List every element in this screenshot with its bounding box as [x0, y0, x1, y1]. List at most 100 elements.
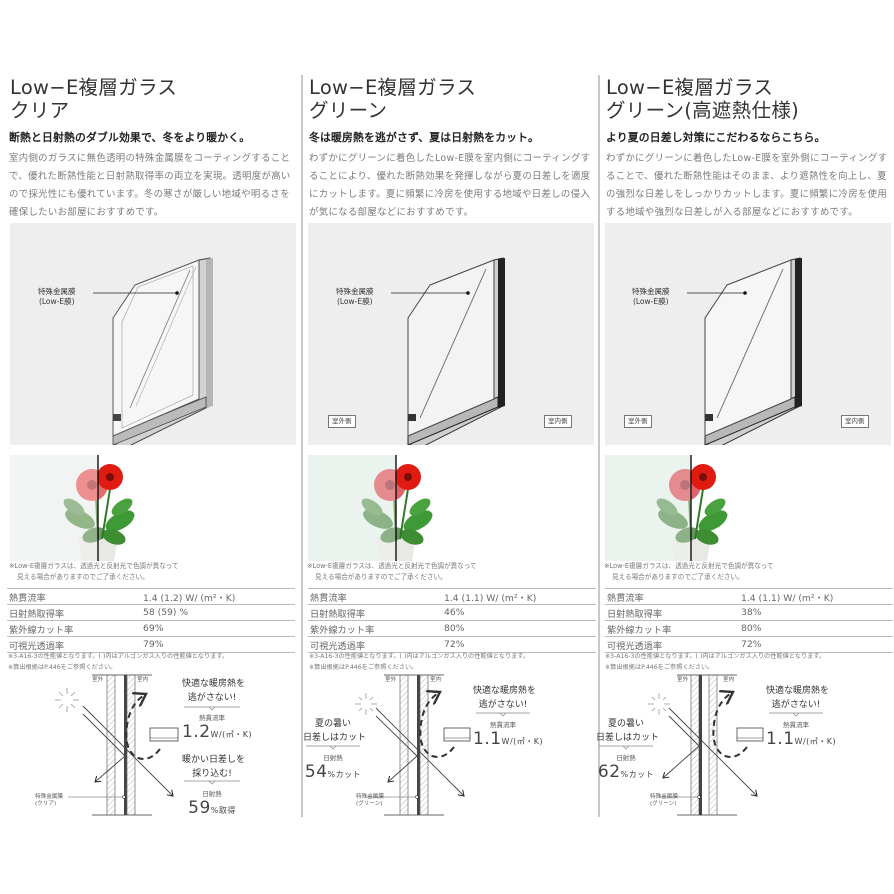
callout-unit: W/(㎡・K): [501, 737, 544, 746]
spec-note-line: ※3-A16-3の性能値となります。( )内はアルゴンガス入りの性能値となります…: [8, 653, 229, 660]
sun-icon: [355, 693, 377, 715]
coating-label: 特殊金属膜: [38, 287, 76, 296]
callout-heading: 暖かい日差しを: [182, 755, 246, 765]
callout-heading: 快適な暖房熱を: [473, 686, 537, 696]
callout-value: 1.1: [473, 729, 502, 749]
callout-solar-cut: 夏の暑い 日差しはカット 日射熱 62%カット: [596, 717, 660, 782]
callout-heading: 逃がさない!: [771, 700, 821, 710]
outside-label: 室外: [92, 677, 104, 683]
spec-label: 熱貫流率: [308, 588, 442, 605]
description: わずかにグリーンに着色したLow-E膜を室外側にコーティングすることで、優れた断…: [606, 153, 888, 218]
flower-comparison-photo: [308, 455, 440, 561]
callout-heading: 採り込む!: [192, 769, 232, 779]
callout-unit: %カット: [327, 770, 362, 779]
heat-flow-diagram: 室外 室内 特殊金属膜 (グリーン) 快適な暖房熱を 逃がさない! 熱貫流率 1…: [595, 670, 892, 830]
photo-note-line: 見える場合がありますのでご了承ください。: [612, 573, 744, 581]
callout-heat-retention: 快適な暖房熱を 逃がさない! 熱貫流率 1.1W/(㎡・K): [473, 684, 543, 749]
spec-label: 日射熱取得率: [308, 604, 442, 621]
photo-note-line: ※Low-E複層ガラスは、透過光と反射光で色調が異なって: [9, 562, 179, 570]
callout-sub: 日射熱: [202, 790, 222, 798]
product-title: Low−E複層ガラス グリーン(高遮熱仕様): [606, 76, 799, 122]
spec-label: 紫外線カット率: [7, 620, 141, 637]
spec-note: ※3-A16-3の性能値となります。( )内はアルゴンガス入りの性能値となります…: [605, 651, 825, 673]
title-line-2: グリーン: [309, 99, 388, 122]
callout-heading: 逃がさない!: [478, 700, 528, 710]
callout-value: 1.2: [182, 722, 211, 742]
callout-sub: 日射熱: [616, 754, 636, 762]
spec-label: 可視光透過率: [605, 636, 739, 653]
glass-illustration: 特殊金属膜 (Low-E膜) 室外側 室内側: [308, 223, 594, 445]
callout-heading: 夏の暑い: [314, 719, 351, 729]
coating-label-line: (グリーン): [650, 801, 677, 807]
spec-label: 熱貫流率: [605, 588, 739, 605]
callout-heading: 日差しはカット: [303, 733, 367, 743]
coating-label: 特殊金属膜: [336, 287, 374, 296]
callout-value: 62: [597, 762, 621, 782]
callout-heading: 夏の暑い: [607, 719, 644, 729]
inside-side-tag: 室内側: [841, 415, 869, 428]
callout-heading: 日差しはカット: [596, 733, 660, 743]
glass-illustration: 特殊金属膜 (Low-E膜) 室外側 室内側: [605, 223, 891, 445]
photo-note-line: ※Low-E複層ガラスは、透過光と反射光で色調が異なって: [604, 562, 774, 570]
inside-label: 室内: [430, 677, 442, 683]
callout-sub: 日射熱: [323, 754, 343, 762]
description: 室内側のガラスに無色透明の特殊金属膜をコーティングすることで、優れた断熱性能と日…: [9, 153, 291, 218]
spec-value: 58 (59) %: [141, 604, 295, 621]
spec-value: 46%: [442, 604, 596, 621]
title-line-1: Low−E複層ガラス: [309, 76, 477, 99]
callout-solar-cut: 夏の暑い 日差しはカット 日射熱 54%カット: [303, 717, 367, 782]
callout-unit: %取得: [210, 806, 236, 815]
flower-comparison-photo: [605, 455, 737, 561]
coating-label-line: (クリア): [35, 801, 57, 807]
heat-flow-diagram: 室外 室内 特殊金属膜 (グリーン) 快適な暖房熱を 逃がさない! 熱貫流率 1…: [298, 670, 595, 830]
spec-value: 80%: [442, 620, 596, 637]
callout-sub: 熱貫流率: [783, 721, 809, 729]
description: わずかにグリーンに着色したLow-E膜を室内側にコーティングすることにより、優れ…: [309, 153, 591, 218]
photo-note-line: ※Low-E複層ガラスは、透過光と反射光で色調が異なって: [307, 562, 477, 570]
glass-illustration: 特殊金属膜 (Low-E膜): [10, 223, 296, 445]
sun-icon: [55, 688, 79, 712]
spec-value: 79%: [141, 636, 295, 653]
product-column-clear: Low−E複層ガラス クリア 断熱と日射熱のダブル効果で、冬をより暖かく。 室内…: [0, 0, 297, 894]
title-line-1: Low−E複層ガラス: [606, 76, 774, 99]
callout-value: 59: [188, 798, 211, 818]
outside-label: 室外: [677, 677, 689, 683]
flower-comparison-photo: [10, 455, 142, 561]
callout-solar-gain: 暖かい日差しを 採り込む! 日射熱 59%取得: [182, 753, 246, 818]
column-separator: [301, 75, 303, 817]
coating-label-line: 特殊金属膜: [650, 794, 678, 800]
outside-side-tag: 室外側: [328, 415, 356, 428]
spec-note-line: ※算出根拠はP.446をご参照ください。: [309, 664, 418, 671]
photo-note: ※Low-E複層ガラスは、透過光と反射光で色調が異なって 見える場合がありますの…: [9, 561, 179, 583]
title-line-2: グリーン(高遮熱仕様): [606, 99, 800, 122]
spec-note-line: ※算出根拠はP.446をご参照ください。: [605, 664, 714, 671]
lead-text: 冬は暖房熱を逃がさず、夏は日射熱をカット。: [309, 131, 539, 144]
callout-heat-retention: 快適な暖房熱を 逃がさない! 熱貫流率 1.2W/(㎡・K): [182, 677, 252, 742]
inside-label: 室内: [723, 677, 735, 683]
spec-note-line: ※3-A16-3の性能値となります。( )内はアルゴンガス入りの性能値となります…: [309, 653, 530, 660]
inside-side-tag: 室内側: [544, 415, 572, 428]
spec-value: 1.4 (1.2) W/ (m²・K): [141, 588, 295, 605]
spec-label: 熱貫流率: [7, 588, 141, 605]
spec-value: 80%: [739, 620, 893, 637]
callout-heat-retention: 快適な暖房熱を 逃がさない! 熱貫流率 1.1W/(㎡・K): [766, 684, 836, 749]
coating-label-sub: (Low-E膜): [336, 297, 373, 306]
callout-heading: 快適な暖房熱を: [182, 679, 246, 689]
coating-label: 特殊金属膜 (グリーン): [650, 794, 678, 808]
spec-label: 日射熱取得率: [7, 604, 141, 621]
spec-label: 可視光透過率: [308, 636, 442, 653]
title-line-2: クリア: [10, 99, 70, 122]
callout-unit: %カット: [620, 770, 655, 779]
product-column-green-high-shield: Low−E複層ガラス グリーン(高遮熱仕様) より夏の日差し対策にこだわるならこ…: [595, 0, 893, 894]
photo-note: ※Low-E複層ガラスは、透過光と反射光で色調が異なって 見える場合がありますの…: [604, 561, 774, 583]
coating-label-line: 特殊金属膜: [35, 794, 63, 800]
